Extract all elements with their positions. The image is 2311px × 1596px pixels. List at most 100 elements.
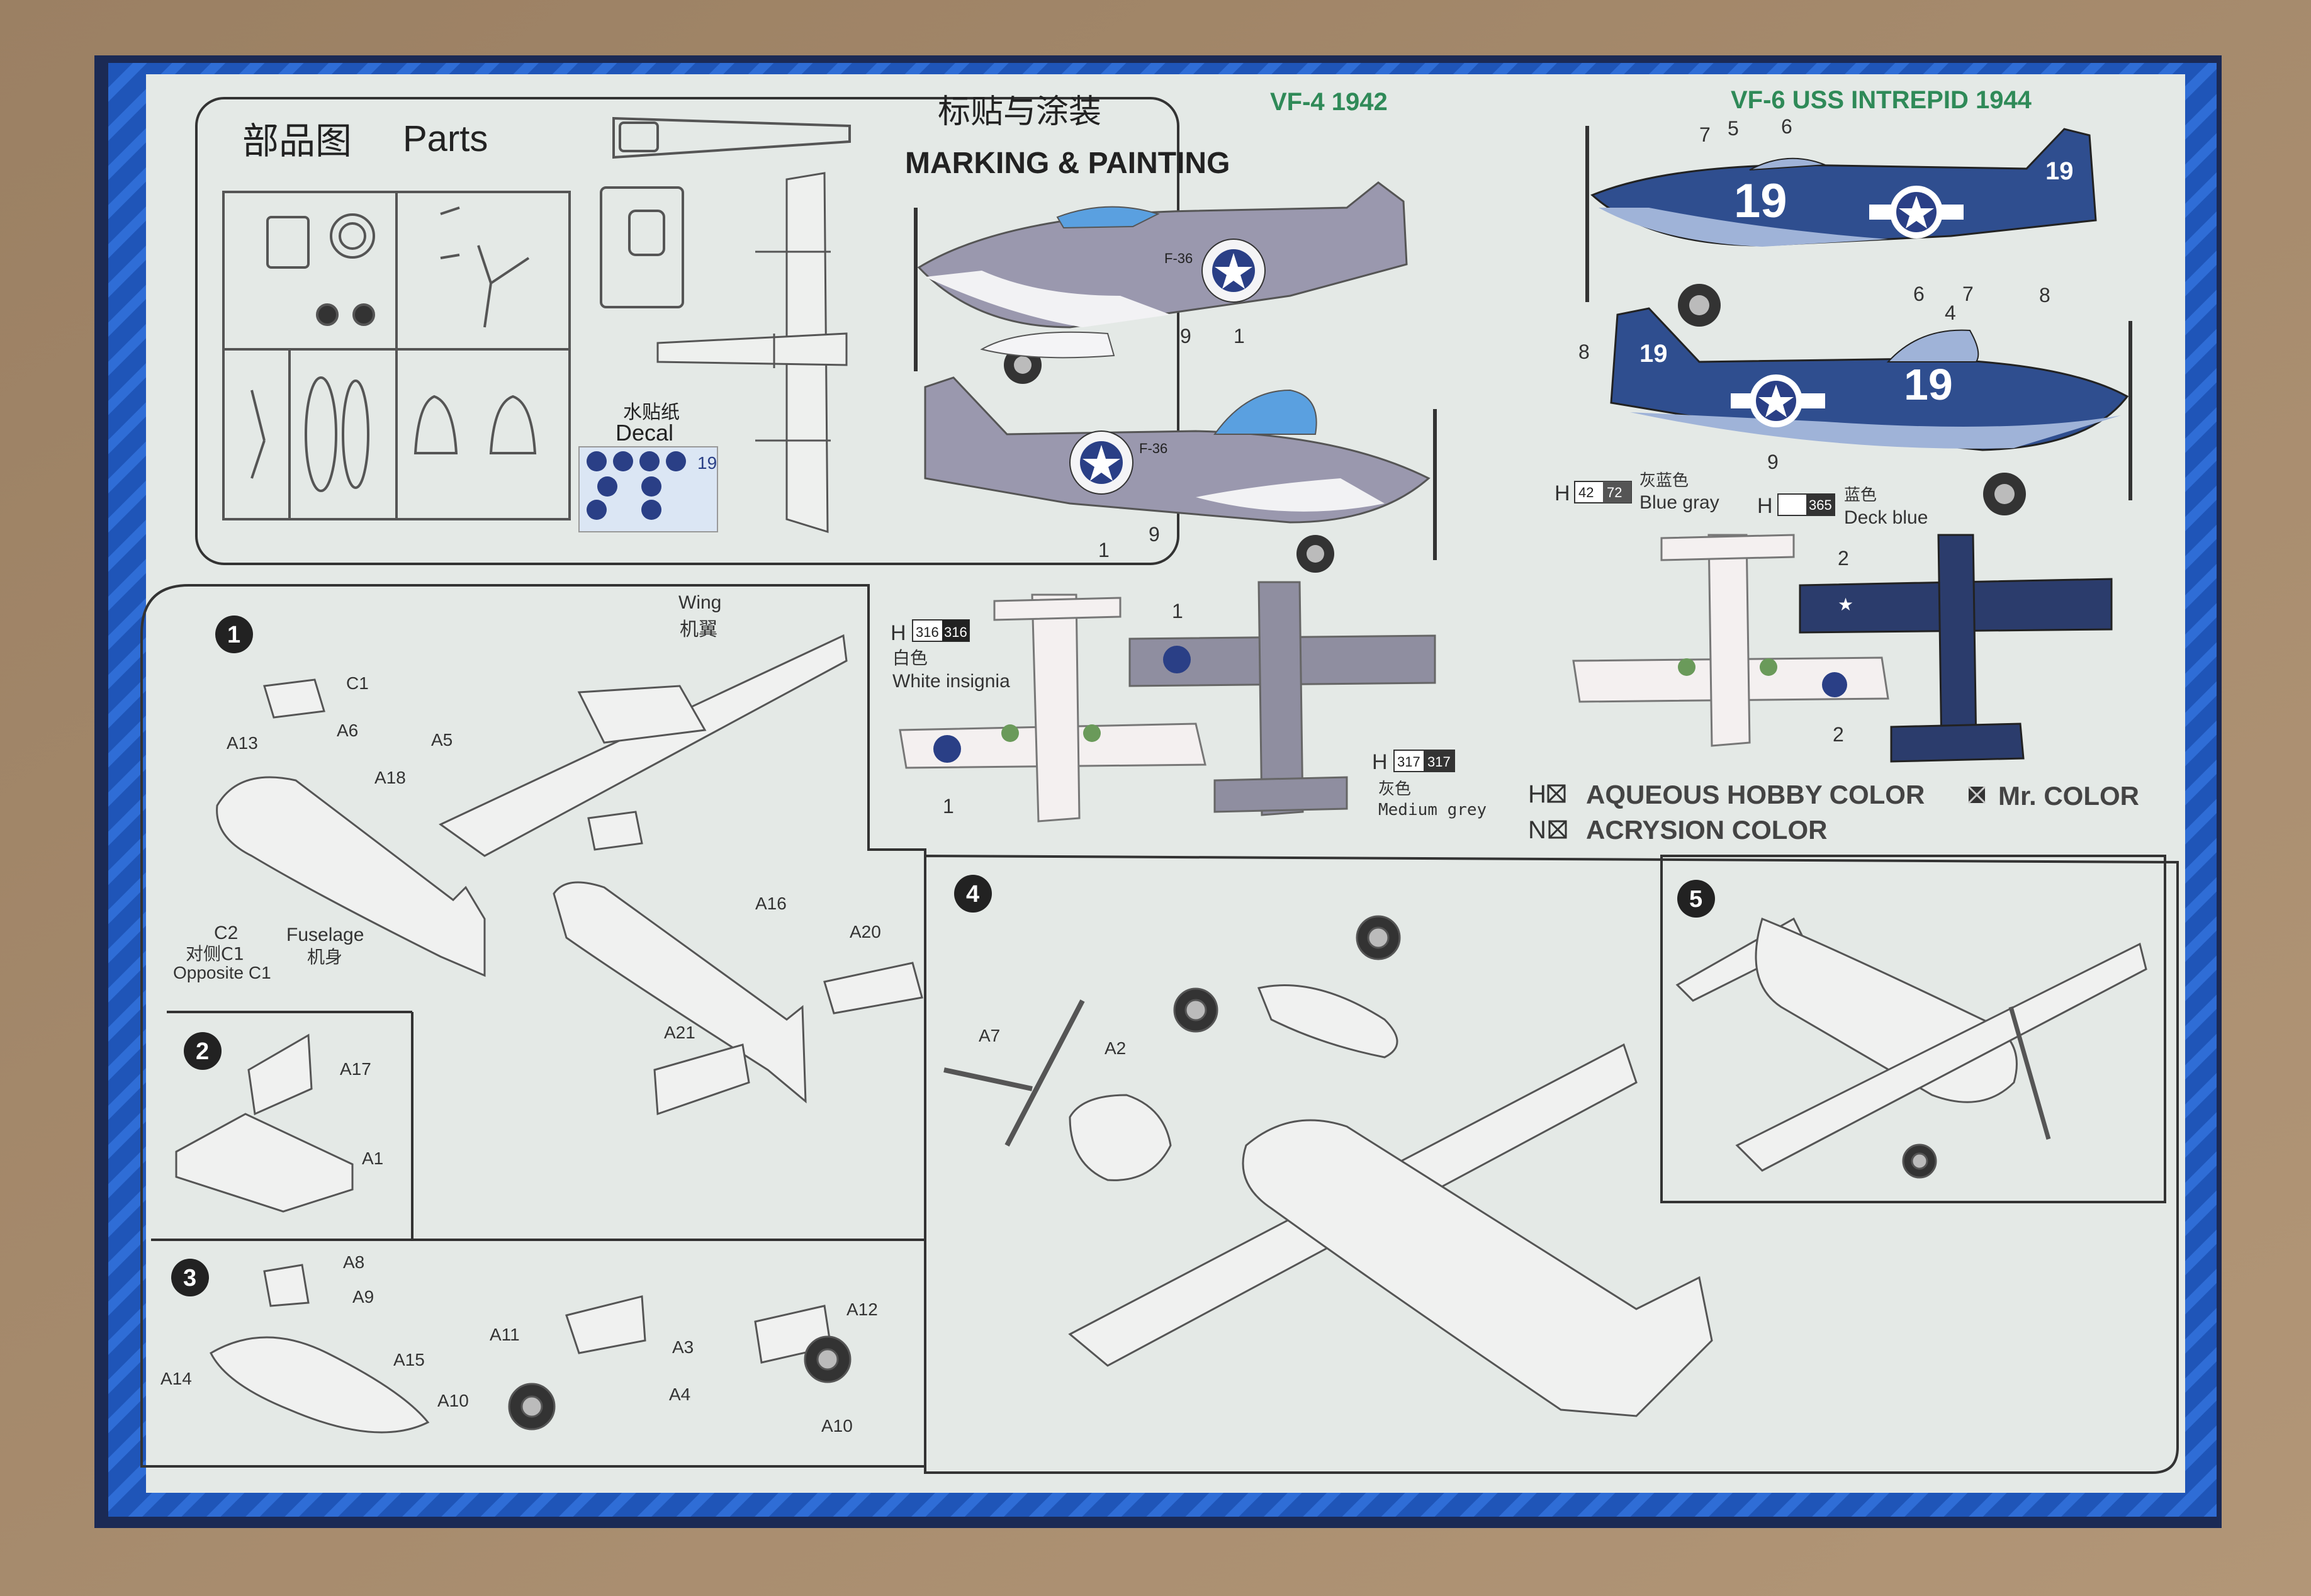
vf6-callout: 6	[1913, 283, 1925, 305]
step1-wing-drawing	[439, 634, 848, 857]
step1-c2-label-cn: 对侧C1	[186, 943, 244, 964]
vf4-callout: 1	[1234, 325, 1245, 347]
vf4-callout: 1	[943, 795, 954, 818]
svg-text:H: H	[1555, 481, 1570, 505]
color-chip-deck-blue: H 365 蓝色 Deck blue	[1757, 486, 1928, 528]
step1-fuselage-label: Fuselage	[286, 924, 364, 945]
part-label: A8	[343, 1252, 364, 1272]
vf6-callout: 2	[1833, 723, 1844, 746]
chip-grey-n: 317	[1427, 754, 1451, 770]
step-1-badge: 1	[215, 615, 253, 653]
sprue-frame-a	[222, 191, 571, 520]
chip-deckblue-n: 365	[1809, 497, 1832, 513]
scheme-vf4-label: VF-4 1942	[1270, 88, 1388, 116]
step3-drop-tank-drawing	[210, 1264, 430, 1434]
part-label: A10	[821, 1416, 853, 1436]
part-label: A12	[846, 1300, 878, 1319]
chip-grey-cn: 灰色	[1378, 780, 1411, 799]
part-label: A6	[337, 721, 358, 740]
vf6-plan-topside: ★ 2 2	[1799, 534, 2113, 763]
part-label: A17	[340, 1059, 371, 1079]
part-label: A21	[664, 1023, 695, 1042]
svg-text:H: H	[891, 621, 906, 645]
chip-white-h: 316	[916, 624, 939, 640]
part-label: A1	[362, 1149, 383, 1168]
chip-deckblue-cn: 蓝色	[1844, 486, 1877, 505]
star-icon: ★	[1838, 594, 1853, 615]
vf6-plan-underside	[1572, 534, 1889, 747]
part-label: A10	[437, 1391, 469, 1410]
vf6-aircraft-side-1: 19 19 7 5 6 8	[1585, 115, 2097, 327]
chip-bluegray-h: 42	[1578, 485, 1594, 500]
vf6-callout: 7	[1699, 123, 1711, 146]
part-label: A3	[672, 1337, 694, 1357]
step1-c2-label-en: Opposite C1	[173, 963, 271, 982]
part-label: A13	[227, 733, 258, 753]
parts-title-cn: 部品图	[242, 120, 352, 162]
step3-gear-left-drawing	[508, 1295, 646, 1430]
color-legend: H AQUEOUS HOBBY COLOR Mr. COLOR N ACRYSI…	[1528, 780, 2139, 845]
chip-white-en: White insignia	[892, 671, 1010, 692]
marking-title-cn: 标贴与涂装	[938, 93, 1101, 131]
svg-text:H: H	[1372, 750, 1388, 774]
part-label: A16	[755, 894, 787, 913]
part-label: C1	[346, 673, 369, 693]
step-5-badge: 5	[1677, 880, 1715, 918]
legend-n-prefix: N	[1528, 816, 1546, 844]
vf6-tail-code-1: 19	[2045, 157, 2074, 185]
vf6-code-side-2: 19	[1904, 360, 1953, 409]
vf6-callout: 5	[1728, 117, 1739, 140]
vf4-plan-underside: 1	[899, 593, 1206, 823]
step2-seat-drawing	[175, 1033, 354, 1213]
step1-wing-label: Wing	[678, 592, 721, 613]
svg-text:4: 4	[966, 881, 979, 908]
sprue-frame-c	[600, 116, 851, 308]
svg-text:5: 5	[1689, 886, 1702, 913]
parts-panel: 部品图 Parts	[195, 97, 1179, 565]
chip-bluegray-en: Blue gray	[1639, 492, 1719, 513]
vf6-callout: 9	[1767, 451, 1779, 473]
vf4-code-2: F-36	[1139, 441, 1167, 456]
part-label: A14	[160, 1369, 192, 1388]
step1-fuselage-drawing	[216, 678, 486, 977]
vf6-aircraft-side-2: 19 19 8 6 4 7 9	[1578, 283, 2132, 515]
wing-plan-drawing	[656, 172, 848, 534]
legend-h-label: AQUEOUS HOBBY COLOR	[1586, 780, 1925, 809]
vf6-callout: 8	[1578, 340, 1590, 363]
step1-fuselage-wing-drawing	[553, 811, 923, 1116]
part-label: A15	[393, 1350, 425, 1369]
vf6-callout: 4	[1945, 301, 1956, 324]
vf6-callout: 7	[1962, 283, 1974, 305]
part-label: A2	[1105, 1038, 1126, 1058]
legend-n-label: ACRYSION COLOR	[1586, 815, 1827, 845]
part-label: A9	[352, 1287, 374, 1307]
chip-bluegray-cn: 灰蓝色	[1639, 471, 1689, 490]
chip-grey-h: 317	[1397, 754, 1420, 770]
step1-c2-label: C2	[214, 923, 238, 943]
decal-label-en: Decal	[616, 420, 673, 446]
chip-bluegray-n: 72	[1607, 485, 1622, 500]
decal-code: 19	[697, 453, 717, 473]
vf4-code-1: F-36	[1164, 250, 1193, 266]
step1-fuselage-label-cn: 机身	[307, 947, 342, 967]
step5-finished-model-drawing	[1675, 917, 2147, 1179]
vf4-callout: 9	[1149, 523, 1160, 546]
step5-frame	[1660, 855, 2166, 1203]
vf6-code-side-1: 19	[1734, 174, 1787, 228]
decal-sheet: 19	[578, 446, 718, 532]
vf6-callout: 2	[1838, 547, 1849, 570]
chip-deckblue-en: Deck blue	[1844, 507, 1928, 528]
vf4-callout: 1	[1098, 539, 1110, 561]
chip-white-cn: 白色	[892, 648, 928, 668]
chip-white-n: 316	[944, 624, 967, 640]
step-4-badge: 4	[954, 875, 992, 913]
part-label: A7	[979, 1026, 1000, 1045]
color-chip-grey: H 317 317 灰色 Medium grey	[1372, 750, 1487, 819]
color-chip-white: H 316 316 白色 White insignia	[891, 619, 1010, 692]
marking-title-en: MARKING & PAINTING	[905, 147, 1230, 180]
svg-text:1: 1	[227, 622, 240, 648]
parts-title-en: Parts	[403, 118, 488, 159]
decal-label-cn: 水贴纸	[623, 402, 680, 424]
legend-h-prefix: H	[1528, 780, 1546, 808]
